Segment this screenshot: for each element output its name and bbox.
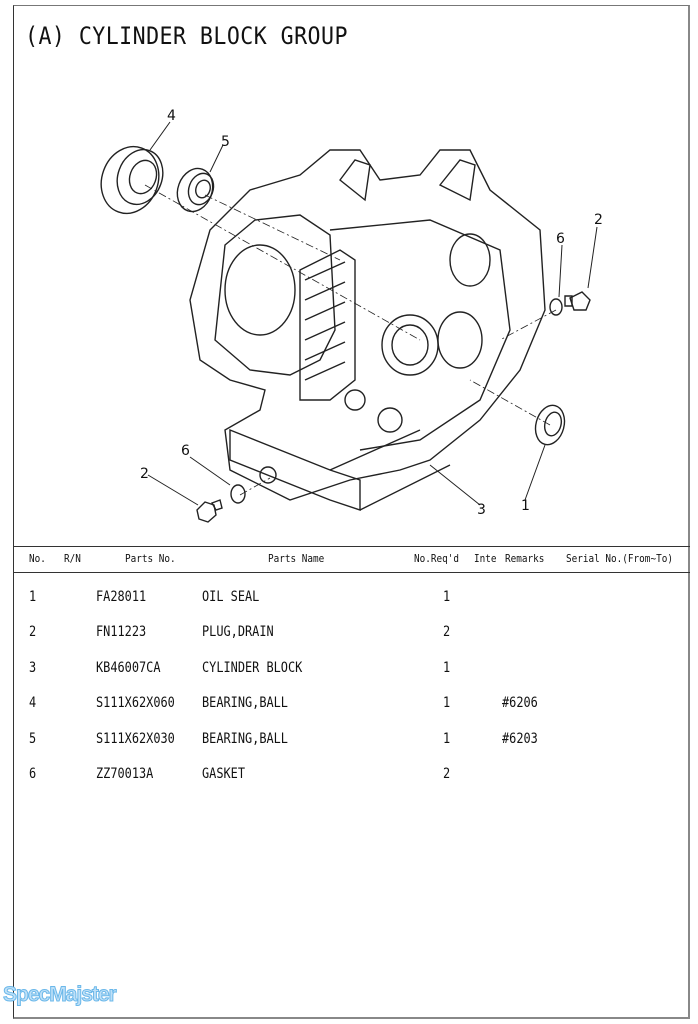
cell-req: 2 — [443, 766, 451, 782]
table-header-divider — [13, 572, 690, 573]
callout-1: 1 — [521, 498, 530, 514]
callout-2-left: 2 — [140, 466, 149, 482]
cell-part-no: KB46007CA — [96, 660, 161, 676]
cell-part-name: BEARING,BALL — [202, 731, 288, 747]
gasket-right-drawing — [549, 298, 563, 316]
cell-part-name: OIL SEAL — [202, 589, 260, 605]
cell-remarks: #6203 — [502, 731, 538, 747]
callout-6-right: 6 — [556, 231, 565, 247]
page-title: (A) CYLINDER BLOCK GROUP — [25, 22, 348, 50]
watermark-logo: SpecMajster — [3, 983, 118, 1007]
cell-no: 1 — [29, 589, 37, 605]
cell-req: 2 — [443, 624, 451, 640]
table-top-divider — [13, 546, 690, 547]
gasket-left-drawing — [230, 484, 246, 504]
bearing-4-drawing — [100, 145, 164, 215]
page-frame — [13, 5, 690, 1019]
bearing-5-drawing — [176, 167, 215, 213]
cell-no: 5 — [29, 731, 37, 747]
callout-3: 3 — [477, 502, 486, 518]
callout-2-right: 2 — [594, 212, 603, 228]
cell-part-no: ZZ70013A — [96, 766, 154, 782]
header-parts-name: Parts Name — [268, 552, 325, 565]
cell-remarks: #6206 — [502, 695, 538, 711]
callout-4: 4 — [167, 108, 176, 124]
cell-part-name: PLUG,DRAIN — [202, 624, 274, 640]
cell-no: 2 — [29, 624, 37, 640]
drain-plug-left-drawing — [196, 499, 223, 523]
cell-req: 1 — [443, 695, 451, 711]
cell-no: 6 — [29, 766, 37, 782]
header-parts-no: Parts No. — [125, 552, 176, 565]
header-serial-no: Serial No.(From~To) — [566, 552, 673, 565]
header-rn: R/N — [64, 552, 81, 565]
header-no-reqd: No.Req'd — [414, 552, 460, 565]
cylinder-block-drawing — [189, 149, 546, 511]
cell-part-name: BEARING,BALL — [202, 695, 288, 711]
drain-plug-right-drawing — [564, 291, 591, 311]
header-no: No. — [29, 552, 46, 565]
callout-6-left: 6 — [181, 443, 190, 459]
header-remarks: Remarks — [505, 552, 545, 565]
cell-req: 1 — [443, 660, 451, 676]
callout-5: 5 — [221, 134, 230, 150]
cell-part-no: S111X62X030 — [96, 731, 175, 747]
cell-no: 3 — [29, 660, 37, 676]
cell-part-name: GASKET — [202, 766, 245, 782]
cell-no: 4 — [29, 695, 37, 711]
cell-part-name: CYLINDER BLOCK — [202, 660, 303, 676]
header-inte: Inte — [474, 552, 497, 565]
cell-req: 1 — [443, 731, 451, 747]
cell-part-no: S111X62X060 — [96, 695, 175, 711]
exploded-parts-diagram: 4 5 6 2 2 6 3 1 — [100, 108, 603, 523]
cell-part-no: FA28011 — [96, 589, 147, 605]
cell-req: 1 — [443, 589, 451, 605]
cell-part-no: FN11223 — [96, 624, 147, 640]
